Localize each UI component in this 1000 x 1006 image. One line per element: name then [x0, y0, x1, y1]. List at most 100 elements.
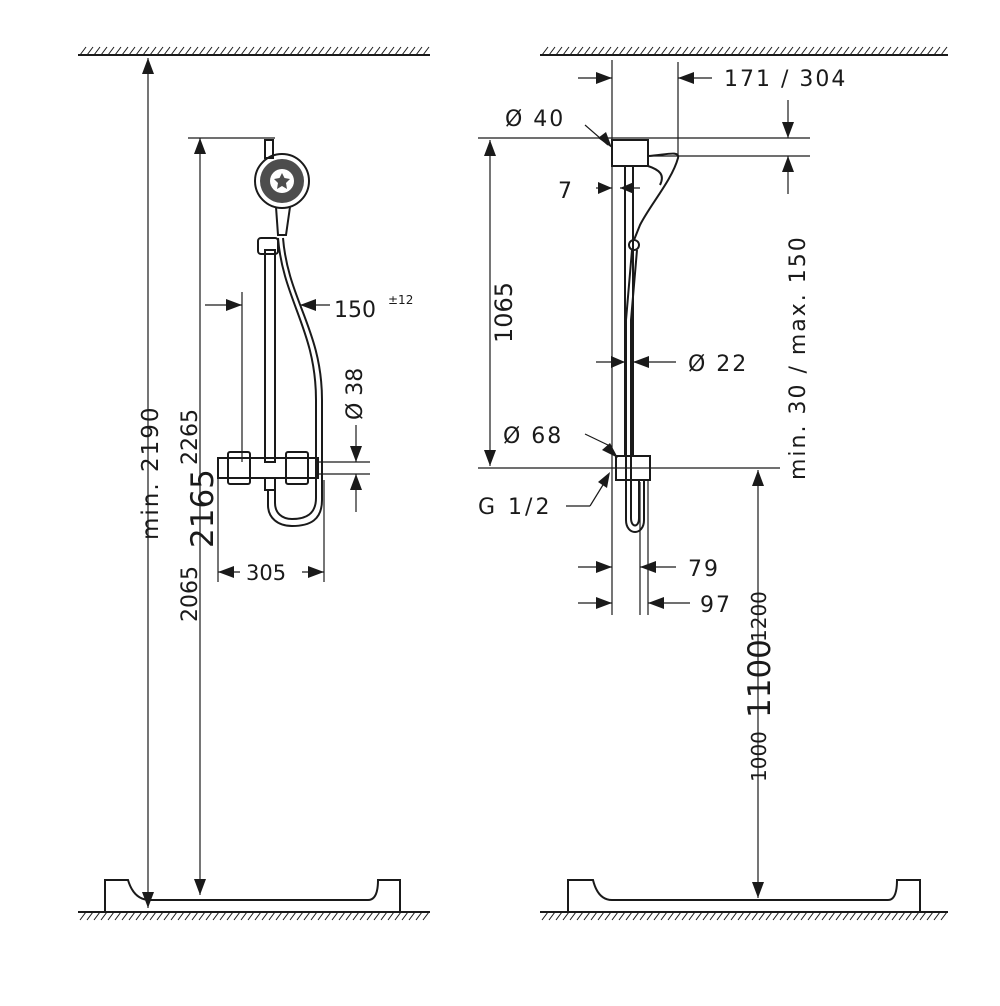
hatch-mark [247, 911, 255, 921]
dim-g-1-2: G 1/2 [478, 472, 610, 520]
hatch-mark [800, 911, 808, 921]
hatch-mark [548, 911, 556, 921]
dim-dia-22: Ø 22 [596, 352, 746, 377]
hatch-mark [723, 911, 731, 921]
hatch-mark [835, 46, 843, 56]
hatch-mark [387, 911, 395, 921]
hatch-mark [926, 46, 934, 56]
label-min30-max150: min. 30 / max. 150 [786, 235, 811, 480]
hatch-mark [289, 46, 297, 56]
hatch-mark [583, 46, 591, 56]
label-7: 7 [558, 179, 572, 204]
hatch-mark [149, 46, 157, 56]
hatch-mark [639, 911, 647, 921]
hatch-mark [569, 46, 577, 56]
ceiling-hatching [79, 46, 430, 56]
hatch-mark [660, 911, 668, 921]
front-floor [78, 879, 430, 921]
label-150: 150 [334, 298, 376, 323]
shower-hose [267, 237, 323, 528]
floor-hatching [79, 911, 430, 921]
hatch-mark [884, 46, 892, 56]
hatch-mark [296, 911, 304, 921]
hatch-mark [821, 46, 829, 56]
hatch-mark [156, 911, 164, 921]
hatch-mark [576, 46, 584, 56]
hatch-mark [198, 911, 206, 921]
label-79: 79 [688, 557, 720, 582]
dim-2165: 2265 2165 2065 [178, 137, 275, 895]
hatch-mark [772, 911, 780, 921]
label-g-1-2: G 1/2 [478, 495, 552, 520]
dim-7: 7 [558, 179, 640, 204]
hatch-mark [86, 911, 94, 921]
hatch-mark [856, 911, 864, 921]
hatch-mark [849, 911, 857, 921]
hatch-mark [352, 911, 360, 921]
hatch-mark [254, 911, 262, 921]
label-dia-38: Ø 38 [343, 368, 368, 420]
hatch-mark [576, 911, 584, 921]
hatch-mark [632, 46, 640, 56]
hatch-mark [261, 911, 269, 921]
hatch-mark [345, 46, 353, 56]
hatch-mark [821, 911, 829, 921]
hatch-mark [625, 46, 633, 56]
hatch-mark [772, 46, 780, 56]
hatch-mark [226, 46, 234, 56]
hatch-mark [758, 46, 766, 56]
hatch-mark [793, 911, 801, 921]
hatch-mark [275, 911, 283, 921]
hatch-mark [730, 46, 738, 56]
hatch-mark [226, 911, 234, 921]
hatch-mark [912, 911, 920, 921]
hatch-mark [212, 46, 220, 56]
hatch-mark [646, 911, 654, 921]
hatch-mark [695, 46, 703, 56]
hatch-mark [849, 46, 857, 56]
hatch-mark [604, 911, 612, 921]
hatch-mark [240, 46, 248, 56]
dim-1065: 1065 [478, 140, 780, 469]
ceiling-hatching [541, 46, 948, 56]
hatch-mark [310, 911, 318, 921]
hatch-mark [296, 46, 304, 56]
hatch-mark [387, 46, 395, 56]
side-floor [540, 879, 948, 921]
hatch-mark [779, 911, 787, 921]
hatch-mark [415, 46, 423, 56]
hatch-mark [324, 911, 332, 921]
hatch-mark [905, 46, 913, 56]
hatch-mark [93, 911, 101, 921]
label-1065: 1065 [490, 282, 518, 343]
hatch-mark [261, 46, 269, 56]
hatch-mark [268, 911, 276, 921]
hatch-mark [191, 911, 199, 921]
hatch-mark [142, 911, 150, 921]
hatch-mark [737, 911, 745, 921]
hatch-mark [548, 46, 556, 56]
dim-171-304: 171 / 304 [578, 62, 845, 156]
front-ceiling [78, 46, 430, 56]
hatch-mark [205, 46, 213, 56]
hatch-mark [611, 46, 619, 56]
hatch-mark [156, 46, 164, 56]
hatch-mark [632, 911, 640, 921]
hatch-mark [135, 46, 143, 56]
hatch-mark [590, 46, 598, 56]
dim-min-2190: min. 2190 [138, 58, 164, 908]
hatch-mark [793, 46, 801, 56]
hatch-mark [597, 46, 605, 56]
hatch-mark [121, 46, 129, 56]
hatch-mark [835, 911, 843, 921]
label-dia-40: Ø 40 [505, 107, 565, 132]
hatch-mark [618, 911, 626, 921]
hatch-mark [317, 46, 325, 56]
label-2265: 2265 [178, 409, 203, 465]
hatch-mark [205, 911, 213, 921]
hatch-mark [79, 911, 87, 921]
hatch-mark [345, 911, 353, 921]
dim-dia-68: Ø 68 [503, 424, 618, 458]
hatch-mark [681, 911, 689, 921]
hatch-mark [170, 46, 178, 56]
